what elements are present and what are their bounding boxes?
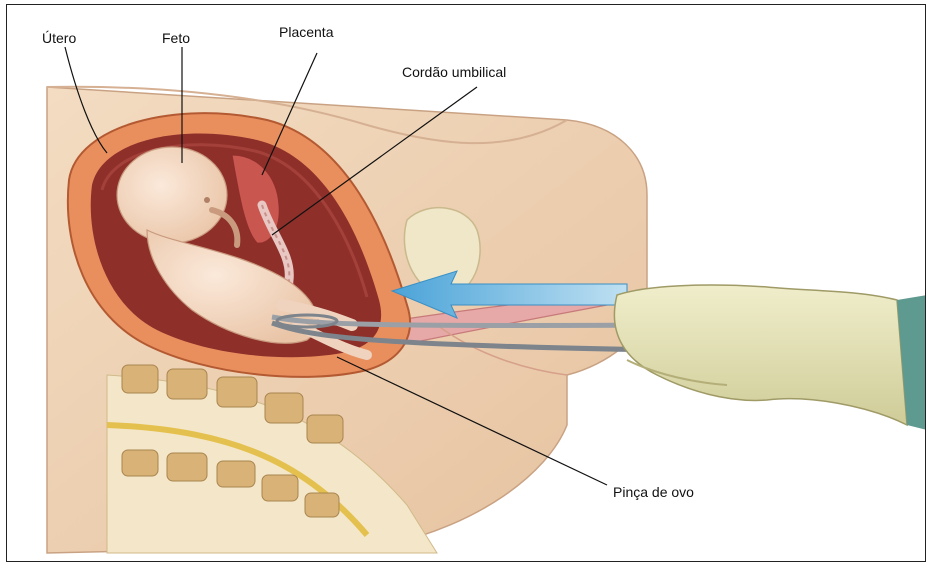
abortion-procedure-illustration: Útero Feto Placenta Cordão umbilical Pin… — [7, 5, 926, 562]
gloved-hand — [614, 285, 926, 430]
label-cordao-umbilical: Cordão umbilical — [402, 64, 506, 80]
label-utero: Útero — [42, 30, 76, 46]
label-feto: Feto — [162, 30, 190, 46]
diagram-frame: Útero Feto Placenta Cordão umbilical Pin… — [6, 4, 926, 562]
label-placenta: Placenta — [279, 24, 334, 40]
label-pinca-de-ovo: Pinça de ovo — [613, 484, 694, 500]
